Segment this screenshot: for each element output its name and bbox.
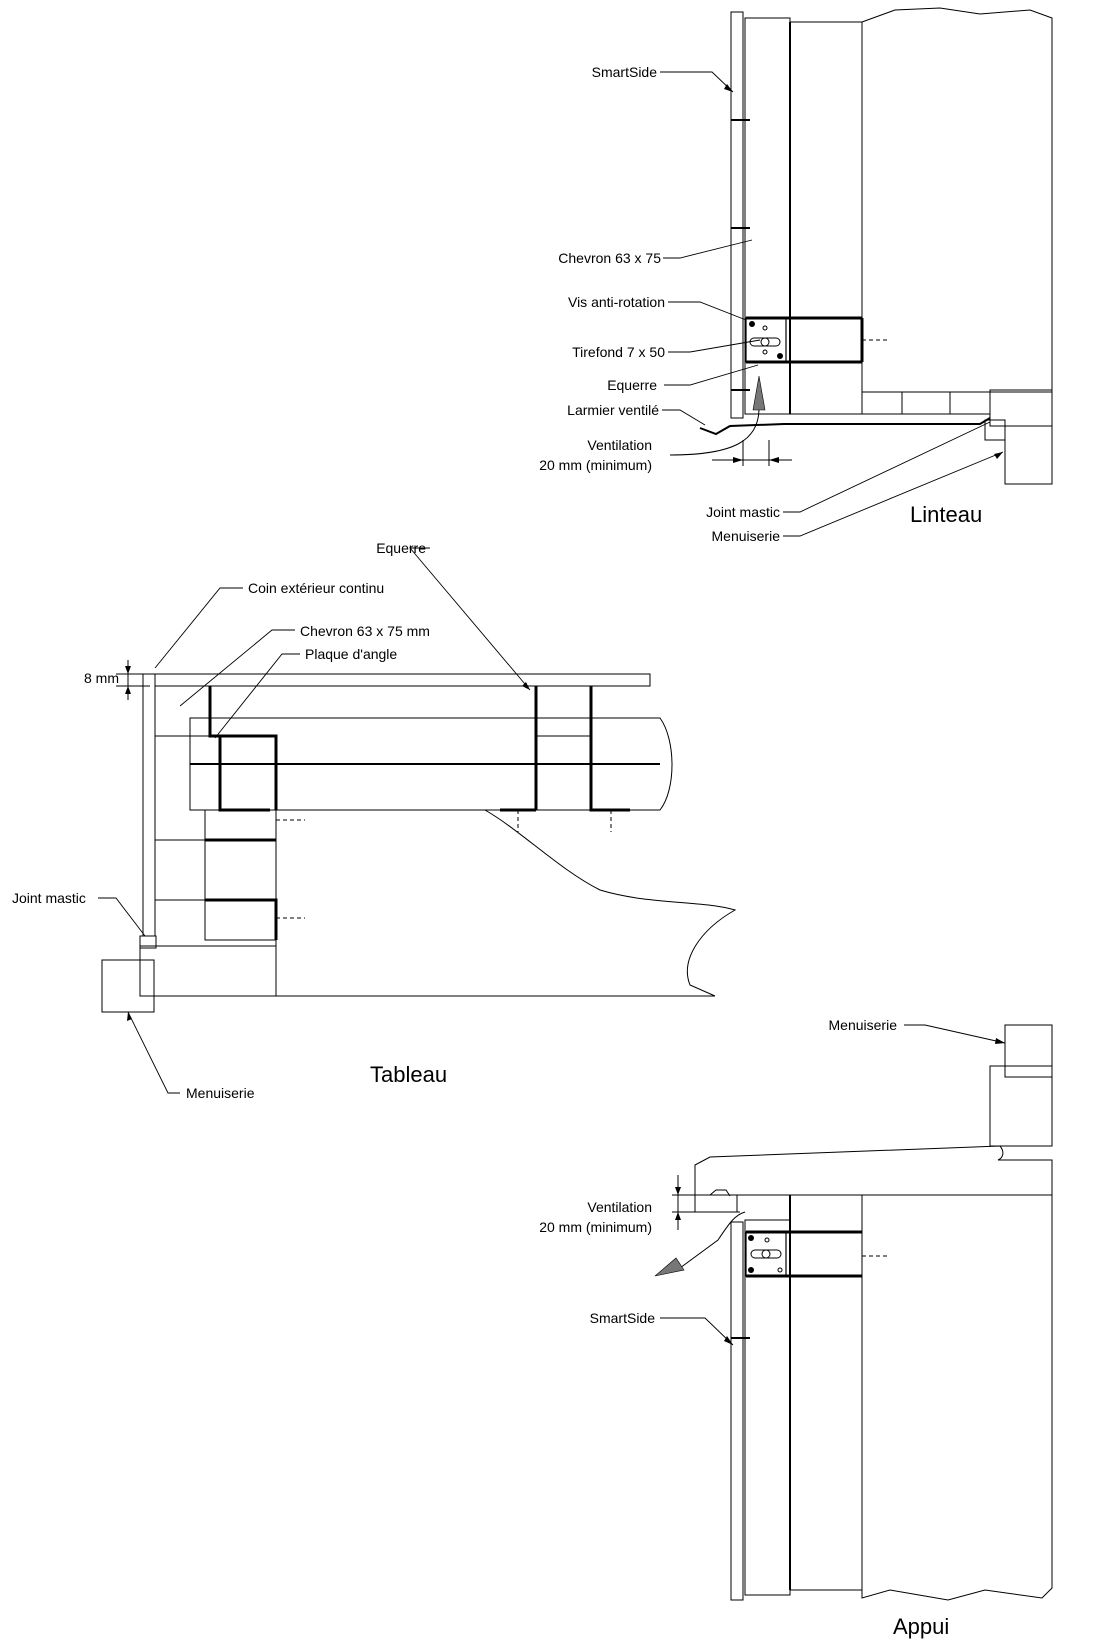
- appui-label-smartside: SmartSide: [590, 1310, 656, 1326]
- linteau-detail: SmartSide Chevron 63 x 75 Vis anti-rotat…: [539, 7, 1053, 544]
- tableau-chevron-1: [154, 685, 211, 737]
- appui-concrete-wall: [861, 1194, 1053, 1601]
- tableau-label-dim: 8 mm: [84, 670, 119, 686]
- tableau-concrete-wall: [275, 809, 737, 997]
- appui-sill: [694, 1145, 1053, 1213]
- linteau-label-chevron: Chevron 63 x 75: [558, 250, 661, 266]
- linteau-title: Linteau: [910, 502, 982, 527]
- linteau-lower-frame: [861, 391, 991, 415]
- appui-chevron-batten: [744, 1219, 791, 1596]
- tableau-insulation: [189, 717, 673, 811]
- appui-menuiserie-upper: [1004, 1024, 1053, 1078]
- linteau-menuiserie-upper: [989, 389, 1053, 427]
- appui-label-ventilation-2: 20 mm (minimum): [539, 1219, 652, 1235]
- appui-smartside-cladding: [730, 1221, 744, 1601]
- linteau-ventilation-dimension: [712, 440, 792, 466]
- linteau-label-equerre: Equerre: [607, 377, 657, 393]
- tableau-menuiserie: [101, 959, 155, 1013]
- linteau-ventilation-arrow: [752, 375, 766, 411]
- linteau-menuiserie-lower: [1004, 425, 1053, 485]
- tableau-chevron-2: [535, 685, 592, 737]
- tableau-title: Tableau: [370, 1062, 447, 1087]
- linteau-larmier: [699, 417, 991, 436]
- linteau-label-ventilation-1: Ventilation: [587, 437, 652, 453]
- linteau-label-tirefond: Tirefond 7 x 50: [572, 344, 665, 360]
- tableau-insulation-corner: [204, 809, 277, 941]
- linteau-label-larmier: Larmier ventilé: [567, 402, 659, 418]
- appui-label-ventilation-1: Ventilation: [587, 1199, 652, 1215]
- linteau-label-ventilation-2: 20 mm (minimum): [539, 457, 652, 473]
- appui-insulation: [789, 1194, 863, 1591]
- appui-label-menuiserie: Menuiserie: [829, 1017, 898, 1033]
- tableau-label-plaque: Plaque d'angle: [305, 646, 397, 662]
- appui-ventilation-dimension: [672, 1175, 740, 1230]
- tableau-frame-base: [139, 945, 277, 997]
- tableau-label-joint: Joint mastic: [12, 890, 86, 906]
- linteau-label-smartside: SmartSide: [592, 64, 658, 80]
- tableau-label-coin: Coin extérieur continu: [248, 580, 384, 596]
- appui-detail: Menuiserie Ventilation 20 mm (minimum) S…: [539, 1017, 1053, 1639]
- tableau-chevron-3: [154, 839, 206, 901]
- tableau-dimension-8mm: [116, 660, 150, 700]
- appui-equerre-bracket: [745, 1230, 890, 1278]
- tableau-cladding-return: [142, 673, 156, 937]
- tableau-label-menuiserie: Menuiserie: [186, 1085, 255, 1101]
- linteau-label-vis: Vis anti-rotation: [568, 294, 665, 310]
- tableau-label-chevron: Chevron 63 x 75 mm: [300, 623, 430, 639]
- linteau-label-menuiserie: Menuiserie: [712, 528, 781, 544]
- tableau-detail: Equerre Coin extérieur continu Chevron 6…: [12, 540, 737, 1101]
- linteau-equerre-bracket: [745, 316, 890, 364]
- tableau-label-equerre: Equerre: [376, 540, 426, 556]
- tableau-cladding-face: [154, 673, 651, 687]
- appui-menuiserie-lower: [989, 1065, 1053, 1147]
- linteau-concrete-wall: [861, 7, 1053, 393]
- linteau-smartside-cladding: [730, 11, 744, 419]
- appui-title: Appui: [893, 1614, 949, 1639]
- appui-ventilation-arrow: [654, 1257, 685, 1277]
- linteau-insulation: [789, 21, 863, 415]
- linteau-label-joint: Joint mastic: [706, 504, 780, 520]
